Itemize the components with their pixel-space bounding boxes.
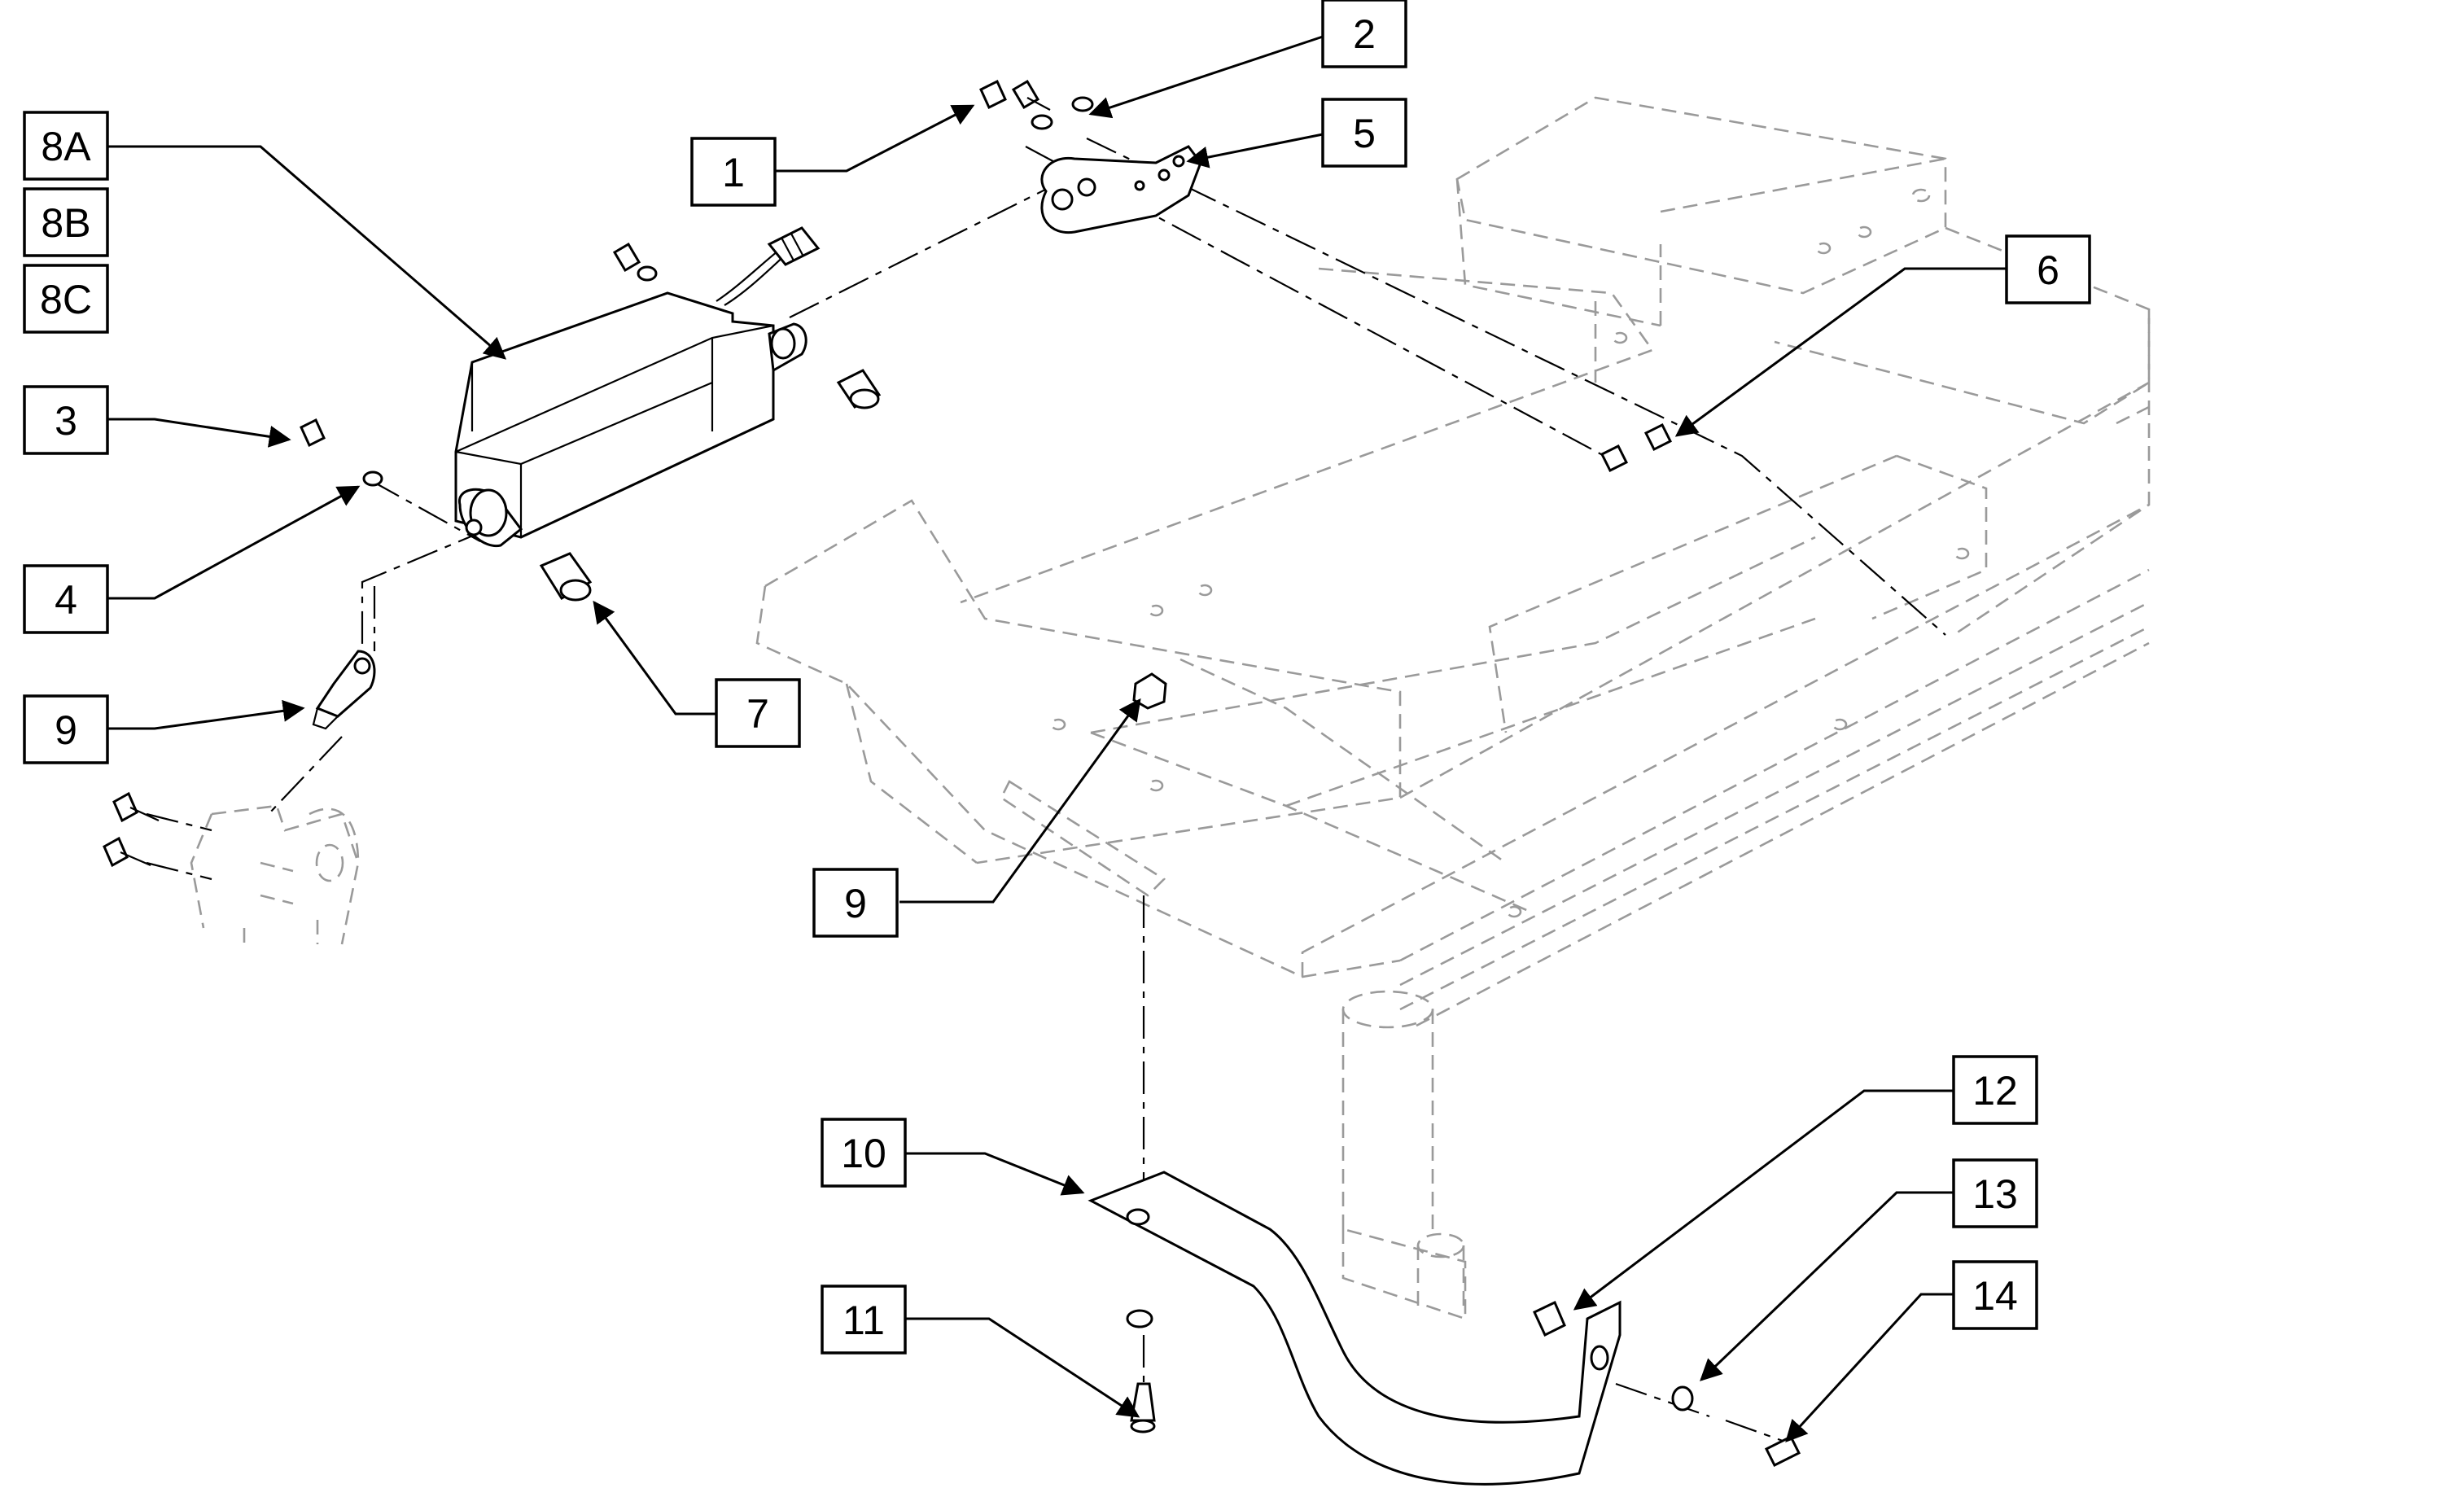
callout-8a: 8A <box>23 111 109 181</box>
assembly-centerlines <box>146 138 1946 1442</box>
callout-3: 3 <box>23 385 109 455</box>
clevis-pins <box>539 369 882 602</box>
callout-6-label: 6 <box>2037 247 2059 293</box>
leader-lines <box>108 35 2007 1442</box>
frame-holes <box>1050 188 1970 918</box>
pivot-mount <box>312 650 376 730</box>
callout-4: 4 <box>23 564 109 634</box>
callout-3-label: 3 <box>55 398 77 444</box>
callout-8b-label: 8B <box>41 200 90 246</box>
callout-10: 10 <box>821 1118 907 1188</box>
callout-6: 6 <box>2005 234 2091 304</box>
callout-2-label: 2 <box>1353 11 1376 57</box>
seat-mount-ghost <box>190 804 360 945</box>
callout-8c: 8C <box>23 264 109 334</box>
callout-5-label: 5 <box>1353 111 1376 156</box>
callout-12-label: 12 <box>1972 1068 2018 1114</box>
callout-12: 12 <box>1952 1055 2038 1125</box>
callout-10-label: 10 <box>841 1131 886 1176</box>
frame-ghost <box>755 96 2151 1320</box>
callout-14: 14 <box>1952 1260 2038 1330</box>
callout-1: 1 <box>690 137 777 207</box>
callout-5: 5 <box>1321 98 1407 168</box>
callout-13: 13 <box>1952 1158 2038 1228</box>
callout-11: 11 <box>821 1285 907 1355</box>
callout-14-label: 14 <box>1972 1273 2018 1319</box>
callout-11-label: 11 <box>842 1298 885 1343</box>
clip-nuts <box>1600 422 1673 473</box>
callout-2: 2 <box>1321 0 1407 68</box>
callout-13-label: 13 <box>1972 1171 2018 1217</box>
callout-1-label: 1 <box>722 150 745 195</box>
callout-9-left: 9 <box>23 694 109 764</box>
hardware-right <box>1533 1300 1801 1468</box>
bent-strap <box>1088 1171 1622 1486</box>
callout-9-center: 9 <box>812 868 899 938</box>
callout-8b: 8B <box>23 187 109 257</box>
bracket <box>1040 145 1202 234</box>
callout-7-label: 7 <box>746 691 769 737</box>
callout-9-center-label: 9 <box>844 881 867 926</box>
callout-4-label: 4 <box>55 577 77 623</box>
callout-8c-label: 8C <box>40 277 92 322</box>
callout-8a-label: 8A <box>41 124 91 169</box>
callout-9-left-label: 9 <box>55 707 77 753</box>
hardware-bottom <box>1126 1309 1156 1433</box>
bolts-lower-left <box>103 791 160 868</box>
callout-7: 7 <box>715 678 801 748</box>
actuator <box>454 226 821 548</box>
